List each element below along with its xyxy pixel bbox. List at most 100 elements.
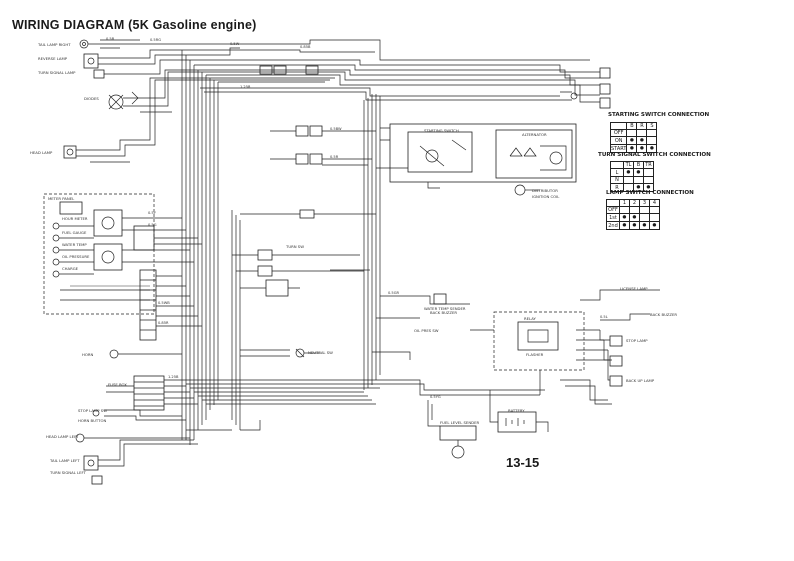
table-header-cell: B: [626, 122, 638, 130]
table-cell-dot: [646, 144, 658, 153]
svg-text:0.85B: 0.85B: [300, 45, 311, 49]
label-oil-pressure: OIL PRESSURE: [62, 254, 90, 259]
table-row-label: 2nd: [606, 221, 620, 230]
label-water-temp: WATER TEMP: [62, 242, 87, 247]
top-harness-runs: [140, 39, 600, 390]
table-header-cell: [609, 122, 628, 130]
table-cell-dot: [629, 221, 640, 230]
table-row-label: START: [609, 144, 628, 153]
table-cell-dot: [626, 136, 638, 145]
table-cell-dot: [623, 168, 634, 177]
right-bottom-lamps: [560, 289, 660, 405]
table-cell: [626, 129, 638, 137]
turn-signal-table: TL B TR L N R: [610, 161, 654, 192]
table-cell-dot: [619, 221, 630, 230]
label-diodes: DIODES: [84, 96, 99, 101]
meter-panel: [43, 193, 202, 315]
center-connectors: [240, 65, 376, 219]
table-cell-dot: [649, 221, 660, 230]
bottom-harness-runs: [182, 379, 545, 431]
table-header-cell: 1: [619, 199, 630, 207]
table-cell: [646, 129, 658, 137]
label-oil-pres-sw: OIL PRES SW: [414, 328, 439, 333]
svg-text:0.5R: 0.5R: [106, 37, 115, 41]
table-cell: [646, 136, 658, 145]
starting-switch-table-title: STARTING SWITCH CONNECTION: [608, 112, 710, 118]
label-horn: HORN: [82, 352, 94, 357]
table-header-cell: 4: [649, 199, 660, 207]
starting-switch-alternator: [376, 123, 577, 196]
label-stop-lamp: STOP LAMP: [626, 338, 648, 343]
head-lamp-right: [63, 77, 214, 163]
turn-switch: [232, 249, 370, 297]
svg-text:0.85R: 0.85R: [158, 321, 169, 325]
label-distributor: DISTRIBUTOR: [532, 188, 558, 193]
label-ignition-coil: IGNITION COIL: [532, 194, 560, 199]
table-header-cell: TL: [623, 161, 634, 169]
fuse-box-cluster: [106, 269, 202, 411]
lamp-switch-table-title: LAMP SWITCH CONNECTION: [606, 190, 694, 196]
horn: [109, 349, 182, 359]
svg-text:0.5G: 0.5G: [148, 223, 157, 227]
svg-text:0.5R: 0.5R: [330, 155, 339, 159]
svg-text:0.5GR: 0.5GR: [388, 291, 400, 295]
fuel-level-sender: [427, 400, 477, 459]
svg-text:0.5BW: 0.5BW: [330, 127, 342, 131]
label-neutral-sw: NEUTRAL SW: [308, 350, 333, 355]
label-hour-meter: HOUR METER: [62, 216, 88, 221]
svg-text:1.25B: 1.25B: [168, 375, 179, 379]
label-tail-lamp-right: TAIL LAMP RIGHT: [38, 42, 71, 47]
table-cell: [619, 206, 630, 214]
table-cell-dot: [633, 168, 644, 177]
svg-text:0.5RG: 0.5RG: [150, 38, 161, 42]
bottom-left-lamps: [75, 409, 198, 485]
label-back-buzzer-right: BACK BUZZER: [650, 312, 678, 317]
table-row-label: OFF: [606, 206, 620, 214]
label-head-lamp-left: HEAD LAMP LEFT: [46, 434, 79, 439]
page-number: 13-15: [506, 455, 540, 470]
table-cell-dot: [643, 183, 654, 192]
label-battery: BATTERY: [508, 408, 525, 413]
table-cell: [633, 176, 644, 184]
table-cell: [639, 206, 650, 214]
table-row-label: OFF: [609, 129, 628, 137]
relay-box: [470, 311, 612, 395]
right-top-lamps: [560, 67, 611, 109]
label-meter-panel: METER PANEL: [48, 196, 75, 201]
table-cell: [639, 213, 650, 222]
label-tail-lamp-left: TAIL LAMP LEFT: [50, 458, 80, 463]
table-cell-dot: [639, 221, 650, 230]
turn-signal-table-title: TURN SIGNAL SWITCH CONNECTION: [598, 152, 711, 158]
table-header-cell: 2: [629, 199, 640, 207]
label-fuel-gauge: FUEL GAUGE: [62, 230, 87, 235]
table-header-cell: [606, 199, 620, 207]
page-title: WIRING DIAGRAM (5K Gasoline engine): [12, 18, 257, 32]
table-cell: [649, 206, 660, 214]
label-alternator: ALTERNATOR: [522, 132, 547, 137]
table-cell: [629, 206, 640, 214]
table-cell: [643, 168, 654, 177]
label-fuel-level-sender: FUEL LEVEL SENDER: [440, 420, 480, 425]
table-cell-dot: [636, 136, 648, 145]
label-turn-signal-left: TURN SIGNAL LEFT: [50, 470, 86, 475]
label-fuse-box: FUSE BOX: [108, 382, 127, 387]
table-header-cell: TR: [643, 161, 654, 169]
diodes-block: [108, 69, 202, 113]
table-cell-dot: [619, 213, 630, 222]
table-row-label: 1st: [606, 213, 620, 222]
table-row-label: L: [610, 168, 624, 177]
label-charge: CHARGE: [62, 266, 79, 271]
wire-code-ticks: 0.5R 0.5RG 0.5W 0.85B 1.25R 0.5Y 0.5G 0.…: [106, 37, 608, 399]
label-horn-button: HORN BUTTON: [78, 418, 107, 423]
label-starting-switch: STARTING SWITCH: [424, 128, 459, 133]
label-turn-signal-lamp: TURN SIGNAL LAMP: [38, 70, 76, 75]
label-back-buzzer: BACK BUZZER: [430, 310, 458, 315]
table-header-cell: 3: [639, 199, 650, 207]
table-cell: [643, 176, 654, 184]
label-water-temp-sender: WATER TEMP SENDER: [424, 306, 466, 311]
label-back-up-lamp: BACK UP LAMP: [626, 378, 655, 383]
table-cell-dot: [629, 213, 640, 222]
